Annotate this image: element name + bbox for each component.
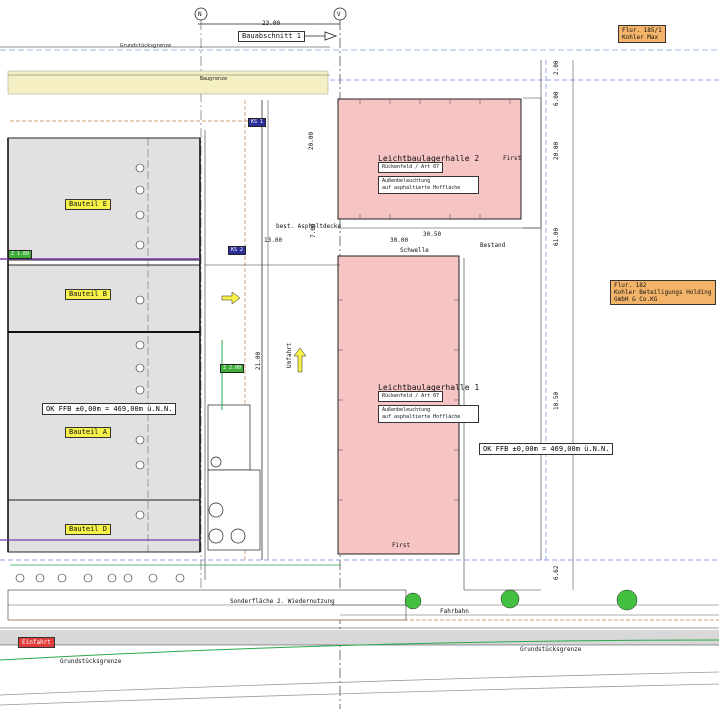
dim-6: 21.00 — [255, 351, 262, 370]
dim-9: 6.00 — [553, 91, 560, 106]
dim-7: 13.00 — [264, 237, 283, 244]
dim-4: 30.50 — [423, 231, 442, 238]
bottom-road-curve-2 — [0, 683, 719, 706]
parcel-right: Flur. 182 Kohler Beteiligungs Holding Gm… — [610, 280, 716, 305]
bottom-boundary-green — [0, 639, 719, 661]
ffb-left: OK FFB ±0,00m = 469,00m ü.N.N. — [42, 403, 177, 415]
building-a — [7, 331, 201, 501]
dim-5: 61.00 — [553, 227, 560, 246]
sonderflaeche-label: Sonderfläche 2. Wiedernutzung — [230, 598, 335, 605]
hall-2-note-1: Außenbeleuchtung — [382, 178, 431, 184]
bauteil-e-label: Bauteil E — [65, 199, 111, 210]
tree-icon — [616, 589, 638, 611]
first-label-2: First — [503, 155, 522, 162]
red-tag: Einfahrt — [18, 637, 55, 648]
bauteil-b-label: Bauteil B — [65, 289, 111, 300]
axis-label-v: V — [337, 11, 341, 18]
parcel-right-line3: GmbH & Co.KG — [614, 296, 658, 303]
fahrbahn-label: Fahrbahn — [440, 608, 469, 615]
parcel-right-line1: Flur. 182 — [614, 282, 647, 289]
green-tag-1: Z 1.60 — [8, 250, 33, 259]
tree-icon — [500, 589, 520, 609]
dim-12: 10.50 — [553, 391, 560, 410]
hall-1-sub: Rückenfeld / Art 07 — [378, 391, 444, 402]
dim-11: 6.62 — [553, 565, 560, 580]
blue-tag-1: KS 1 — [248, 118, 267, 127]
dimension-top: 23.00 — [262, 20, 281, 27]
parcel-top-right-line2: Kohler Max — [622, 34, 659, 41]
road-band — [0, 630, 719, 645]
dim-3: 20.00 — [553, 141, 560, 160]
hall-2-sub: Rückenfeld / Art 07 — [378, 162, 444, 173]
umfahrt-arrow-icon — [293, 347, 307, 373]
hall-2-label: Leichtbaulagerhalle 2 Rückenfeld / Art 0… — [378, 154, 480, 194]
hall-2-note-2: auf asphaltierte Hoffläche — [382, 185, 461, 191]
ffb-right: OK FFB ±0,00m = 469,00m ü.N.N. — [479, 443, 614, 455]
section-arrow — [287, 31, 338, 41]
bottom-road-curve — [0, 671, 719, 696]
schwelle-label: Schwelle — [400, 247, 429, 254]
bottom-axis-markers — [15, 573, 185, 583]
parcel-top-right: Flur. 185/1 Kohler Max — [618, 25, 666, 43]
asphaltdecke-label: best. Asphaltdecke — [276, 223, 342, 230]
grundstuecksgrenze-bottom: Grundstücksgrenze — [60, 658, 122, 665]
grundstuecksgrenze-bottom-2: Grundstücksgrenze — [520, 646, 582, 653]
parcel-right-line2: Kohler Beteiligungs Holding — [614, 289, 712, 296]
hall-1-note-1: Außenbeleuchtung — [382, 407, 431, 413]
tank-2 — [208, 528, 224, 544]
entrance-arrow-icon — [221, 291, 241, 305]
hall-2-note: Außenbeleuchtung auf asphaltierte Hofflä… — [378, 176, 480, 194]
blue-tag-2: KS 2 — [228, 246, 247, 255]
bauteil-a-label: Bauteil A — [65, 427, 111, 438]
dim-10: 2.00 — [553, 60, 560, 75]
hall-1-note: Außenbeleuchtung auf asphaltierte Hofflä… — [378, 405, 480, 423]
hall-2-wall-marks — [359, 99, 511, 219]
hall-1-label: Leichtbaulagerhalle 1 Rückenfeld / Art 0… — [378, 383, 480, 423]
tank-3 — [230, 528, 246, 544]
bestand-label: Bestand — [480, 242, 506, 249]
dim-1: 20.00 — [308, 131, 315, 150]
axis-label-n: N — [198, 11, 202, 18]
baugrenze-strip — [7, 70, 329, 95]
grundstuecksgrenze-top: Grundstücksgrenze — [120, 43, 172, 49]
hall-1-title: Leichtbaulagerhalle 1 — [378, 383, 480, 392]
bauteil-d-label: Bauteil D — [65, 524, 111, 535]
tank-1 — [208, 502, 224, 518]
baugrenze-label: Baugrenze — [200, 76, 228, 82]
building-axis-markers — [135, 163, 145, 520]
green-tag-2: Z 2.00 — [220, 364, 245, 373]
hall-1-note-2: auf asphaltierte Hoffläche — [382, 414, 461, 420]
dim-2: 30.00 — [390, 237, 409, 244]
tank-4 — [210, 456, 222, 468]
umfahrt-label: Umfahrt — [286, 342, 293, 368]
tree-icon — [404, 592, 422, 610]
hall2-outline — [523, 97, 542, 229]
parcel-top-right-line1: Flur. 185/1 — [622, 27, 662, 34]
hall-2-rect — [337, 98, 522, 220]
hall-2-title: Leichtbaulagerhalle 2 — [378, 154, 480, 163]
dim-8: 7.00 — [310, 223, 317, 238]
section-label: Bauabschnitt 1 — [238, 31, 306, 42]
hall-1-wall-marks — [338, 299, 459, 501]
first-label-1: First — [392, 542, 411, 549]
